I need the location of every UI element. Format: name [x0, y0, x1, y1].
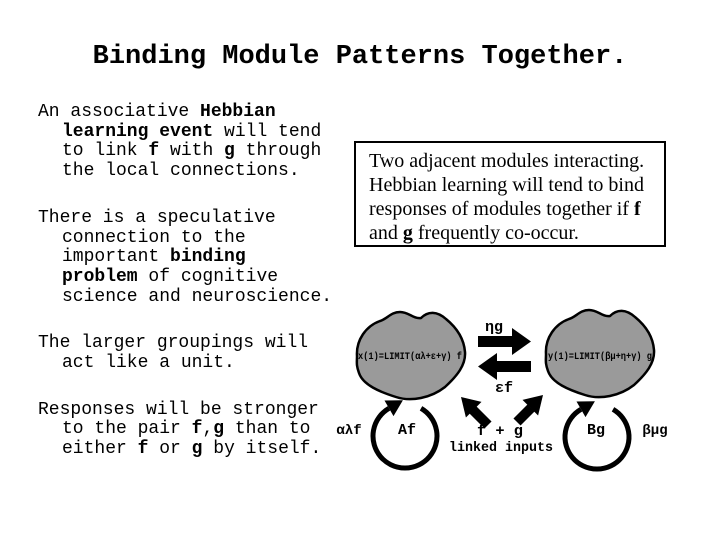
right-loop-inner-label: Bg	[587, 422, 605, 439]
modules-diagram: x(1)=LIMIT(αλ+ε+γ) f y(1)=LIMIT(βμ+η+γ) …	[336, 308, 668, 472]
right-module-blob	[544, 308, 656, 399]
right-module-formula: y(1)=LIMIT(βμ+η+γ) g	[548, 351, 652, 363]
left-loop-inner-label: Af	[398, 422, 416, 439]
top-arrow-label: ηg	[485, 319, 503, 336]
left-module-blob	[355, 310, 467, 401]
left-module-formula: x(1)=LIMIT(αλ+ε+γ) f	[358, 351, 462, 363]
arrow-up-left-icon	[461, 397, 492, 429]
bottom-arrow-label: εf	[495, 380, 513, 397]
linked-inputs-label-line1: f + g	[477, 423, 523, 440]
arrow-left-icon	[478, 353, 531, 380]
right-self-loop-icon	[562, 401, 632, 472]
left-loop-outer-label: αλf	[336, 423, 361, 439]
callout-box: Two adjacent modules interacting.Hebbian…	[354, 141, 666, 247]
arrow-up-right-icon	[513, 395, 543, 426]
right-loop-outer-label: βμg	[642, 423, 667, 439]
linked-inputs-label-line2: linked inputs	[449, 440, 553, 456]
arrow-right-icon	[478, 328, 531, 355]
slide-title: Binding Module Patterns Together.	[92, 42, 628, 72]
left-self-loop-icon	[370, 400, 440, 471]
